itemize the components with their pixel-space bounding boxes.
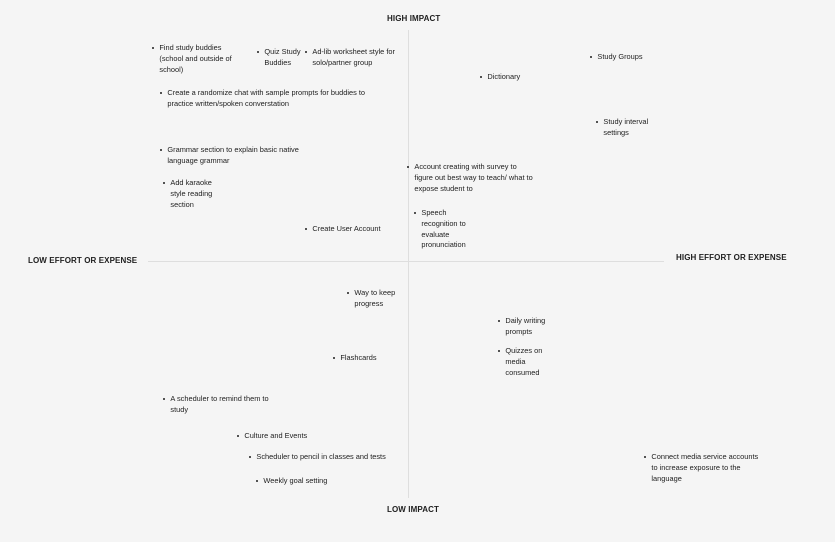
- sticky-study-interval-settings: Study interval settings: [596, 117, 662, 139]
- item-text: Study Groups: [597, 52, 643, 61]
- bullet-dot: [305, 228, 308, 231]
- sticky-keep-progress: Way to keep progress: [347, 288, 407, 310]
- sticky-study-groups: Study Groups: [590, 52, 670, 63]
- bullet-dot: [249, 456, 252, 459]
- sticky-daily-writing-prompts: Daily writing prompts: [498, 316, 556, 338]
- item-text: Dictionary: [487, 72, 521, 81]
- item-text: Create User Account: [312, 224, 381, 233]
- bullet-dot: [644, 456, 647, 459]
- bullet-dot: [498, 350, 501, 353]
- item-text: Weekly goal setting: [263, 476, 328, 485]
- sticky-scheduler-remind: A scheduler to remind them to study: [163, 394, 278, 416]
- sticky-connect-media: Connect media service accounts to increa…: [644, 452, 759, 484]
- sticky-find-study-buddies: Find study buddies (school and outside o…: [152, 43, 232, 75]
- sticky-randomize-chat: Create a randomize chat with sample prom…: [160, 88, 365, 110]
- bullet-dot: [257, 51, 260, 54]
- item-text: Grammar section to explain basic native …: [167, 145, 299, 165]
- sticky-culture-events: Culture and Events: [237, 431, 327, 442]
- sticky-karaoke-reading: Add karaoke style reading section: [163, 178, 223, 210]
- bullet-dot: [152, 47, 155, 50]
- bullet-dot: [333, 357, 336, 360]
- sticky-weekly-goal: Weekly goal setting: [256, 476, 346, 487]
- horizontal-axis-line: [148, 261, 664, 262]
- sticky-quiz-study-buddies: Quiz Study Buddies: [257, 47, 305, 69]
- item-text: Study interval settings: [603, 117, 649, 137]
- item-text: Speech recognition to evaluate pronuncia…: [421, 208, 466, 250]
- bullet-dot: [590, 56, 593, 59]
- bullet-dot: [256, 480, 259, 483]
- bullet-dot: [498, 320, 501, 323]
- sticky-create-user-account: Create User Account: [305, 224, 405, 235]
- bullet-dot: [347, 292, 350, 295]
- bullet-dot: [163, 182, 166, 185]
- item-text: Add karaoke style reading section: [170, 178, 213, 209]
- axis-label-high-impact: HIGH IMPACT: [387, 14, 441, 23]
- sticky-dictionary: Dictionary: [480, 72, 560, 83]
- item-text: Account creating with survey to figure o…: [414, 162, 533, 193]
- axis-label-low-impact: LOW IMPACT: [387, 505, 439, 514]
- sticky-flashcards: Flashcards: [333, 353, 403, 364]
- bullet-dot: [480, 76, 483, 79]
- item-text: Ad-lib worksheet style for solo/partner …: [312, 47, 395, 67]
- item-text: Find study buddies (school and outside o…: [159, 43, 232, 74]
- sticky-quizzes-media: Quizzes on media consumed: [498, 346, 552, 378]
- item-text: Scheduler to pencil in classes and tests: [256, 452, 386, 461]
- item-text: A scheduler to remind them to study: [170, 394, 269, 414]
- item-text: Quizzes on media consumed: [505, 346, 543, 377]
- sticky-speech-recognition: Speech recognition to evaluate pronuncia…: [414, 208, 484, 251]
- item-text: Culture and Events: [244, 431, 308, 440]
- bullet-dot: [305, 51, 308, 54]
- sticky-ad-lib-worksheet: Ad-lib worksheet style for solo/partner …: [305, 47, 405, 69]
- bullet-dot: [407, 166, 410, 169]
- axis-label-high-effort: HIGH EFFORT OR EXPENSE: [676, 253, 787, 262]
- item-text: Way to keep progress: [354, 288, 396, 308]
- vertical-axis-line: [408, 30, 409, 498]
- item-text: Create a randomize chat with sample prom…: [167, 88, 365, 108]
- bullet-dot: [237, 435, 240, 438]
- sticky-grammar-section: Grammar section to explain basic native …: [160, 145, 310, 167]
- bullet-dot: [596, 121, 599, 124]
- item-text: Daily writing prompts: [505, 316, 546, 336]
- item-text: Quiz Study Buddies: [264, 47, 301, 67]
- item-text: Connect media service accounts to increa…: [651, 452, 759, 483]
- bullet-dot: [163, 398, 166, 401]
- bullet-dot: [160, 149, 163, 152]
- bullet-dot: [414, 212, 417, 215]
- axis-label-low-effort: LOW EFFORT OR EXPENSE: [28, 256, 138, 265]
- sticky-account-survey: Account creating with survey to figure o…: [407, 162, 535, 194]
- bullet-dot: [160, 92, 163, 95]
- sticky-scheduler-classes: Scheduler to pencil in classes and tests: [249, 452, 399, 463]
- item-text: Flashcards: [340, 353, 377, 362]
